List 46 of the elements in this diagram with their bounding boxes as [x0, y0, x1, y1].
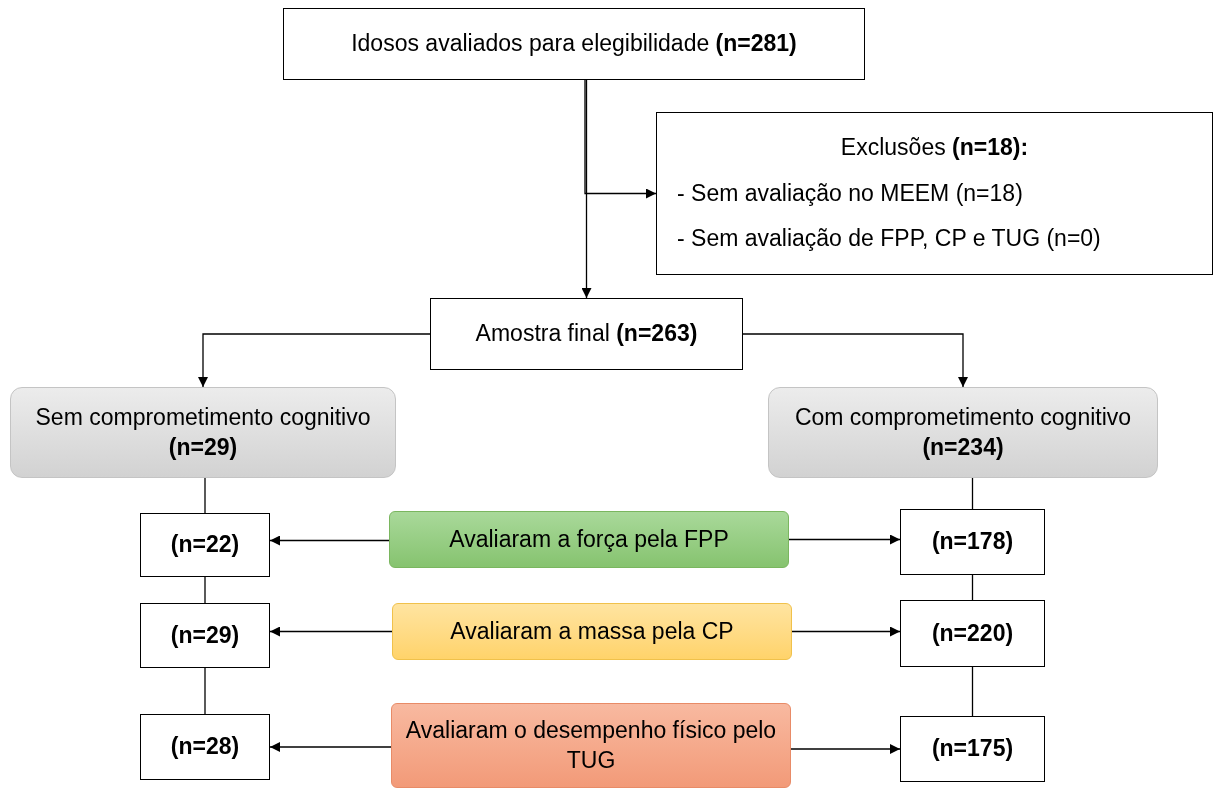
- count-box: [140, 513, 270, 577]
- arrow: [198, 333, 431, 388]
- box-heading: Exclusões (n=18):: [840, 132, 1029, 162]
- box-text: - Sem avaliação no MEEM (n=18): [677, 178, 1023, 208]
- connector-line: [204, 477, 206, 514]
- arrow: [584, 79, 657, 199]
- arrow: [269, 626, 393, 637]
- connector-line: [204, 667, 206, 715]
- box-text: Avaliaram a massa pela CP: [450, 616, 734, 646]
- box-text: (n=22): [170, 530, 240, 560]
- count-box: [900, 600, 1045, 667]
- box-text: (n=29): [170, 620, 240, 650]
- box-text: Avaliaram o desempenho físico pelo TUG: [404, 715, 778, 775]
- group-box: [768, 387, 1158, 478]
- arrow: [742, 333, 968, 388]
- box-text: (n=220): [931, 618, 1014, 648]
- connector-line: [971, 666, 974, 717]
- process-box: [430, 298, 743, 370]
- group-box: [10, 387, 396, 478]
- arrow: [269, 535, 390, 546]
- count-box: [140, 603, 270, 668]
- box-text: (n=178): [931, 527, 1014, 557]
- connector-line: [204, 576, 206, 604]
- box-text: - Sem avaliação de FPP, CP e TUG (n=0): [677, 224, 1101, 254]
- arrow: [581, 79, 592, 299]
- arrow: [790, 744, 901, 754]
- connector-line: [971, 477, 974, 510]
- count-box: [140, 714, 270, 780]
- assessment-box: [392, 603, 792, 660]
- box-text: Amostra final (n=263): [475, 319, 698, 349]
- arrow: [788, 534, 901, 545]
- box-text: Com comprometimento cognitivo (n=234): [793, 402, 1133, 462]
- count-box: [900, 716, 1045, 782]
- box-text: Sem comprometimento cognitivo (n=29): [34, 402, 372, 462]
- box-text: Idosos avaliados para elegibilidade (n=281): [351, 29, 797, 59]
- box-text: Avaliaram a força pela FPP: [449, 524, 729, 554]
- assessment-box: [389, 511, 789, 568]
- exclusion-box: [656, 112, 1213, 275]
- box-text: (n=175): [931, 734, 1014, 764]
- assessment-box: [391, 703, 791, 788]
- arrow: [791, 626, 901, 637]
- connector-line: [971, 574, 974, 601]
- arrow: [269, 742, 392, 752]
- process-box: [283, 8, 865, 80]
- box-text: (n=28): [170, 732, 240, 762]
- count-box: [900, 509, 1045, 575]
